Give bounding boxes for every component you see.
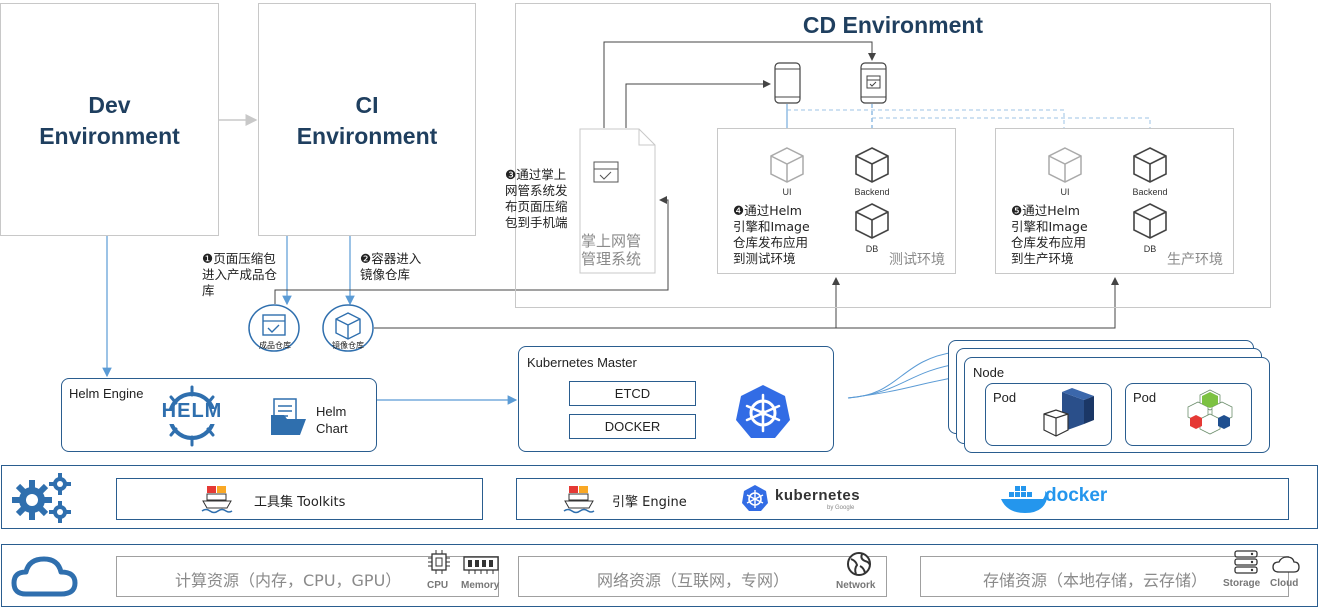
test-backend-label: Backend xyxy=(854,187,890,197)
pod2-label: Pod xyxy=(1133,390,1157,405)
docker-whale-icon xyxy=(1001,486,1048,513)
kubernetes-byline: by Google xyxy=(827,505,855,511)
storage-resource-label: 存储资源（本地存储，云存储） xyxy=(983,571,1208,590)
pod1-cubes-icon xyxy=(1043,388,1094,437)
toolkits-box: 工具集 Toolkits xyxy=(116,478,483,520)
artifact-to-mgmt-arrow xyxy=(274,196,669,304)
cpu-icon xyxy=(428,550,450,574)
prod-ui-label: UI xyxy=(1060,187,1070,197)
kubernetes-wordmark: kubernetes xyxy=(775,487,861,504)
ship-icon-engine xyxy=(563,486,595,514)
k8s-master-box: Kubernetes Master ETCD DOCKER xyxy=(518,346,834,452)
ci-title-line2: Environment xyxy=(296,123,438,149)
node-title: Node xyxy=(973,365,1005,380)
pod2-box: Pod xyxy=(1125,383,1252,446)
toolkits-label: 工具集 Toolkits xyxy=(254,495,346,510)
cpu-label: CPU xyxy=(427,580,449,591)
kubernetes-small-icon xyxy=(742,485,768,511)
step3-text: ❸通过掌上网管系统发布页面压缩包到手机端 xyxy=(505,167,568,230)
network-resource-label: 网络资源（互联网，专网） xyxy=(597,571,790,590)
pod1-label: Pod xyxy=(993,390,1017,405)
ci-title-line1: CI xyxy=(355,92,379,118)
test-backend-icon xyxy=(855,147,889,183)
phone-icon xyxy=(774,62,801,104)
test-ui-label: UI xyxy=(782,187,792,197)
prod-backend-icon xyxy=(1133,147,1167,183)
memory-label: Memory xyxy=(461,580,500,591)
k8s-master-title: Kubernetes Master xyxy=(527,355,637,370)
image-repo-icon xyxy=(322,304,374,352)
docker-wordmark: docker xyxy=(1045,485,1108,506)
cd-title: CD Environment xyxy=(802,12,984,38)
mgmt-system-doc: 掌上网管 管理系统 xyxy=(579,128,656,274)
mgmt-line2: 管理系统 xyxy=(581,250,642,268)
test-db-label: DB xyxy=(865,244,879,254)
network-resource-box: 网络资源（互联网，专网） xyxy=(518,556,887,597)
gears-icon xyxy=(12,473,71,523)
compute-resource-label: 计算资源（内存，CPU，GPU） xyxy=(175,571,402,590)
artifact-repo-icon xyxy=(248,304,300,352)
storage-resource-box: 存储资源（本地存储，云存储） xyxy=(920,556,1289,597)
pod1-box: Pod xyxy=(985,383,1112,446)
prod-backend-label: Backend xyxy=(1132,187,1168,197)
test-env-label: 测试环境 xyxy=(889,252,945,268)
test-db-icon xyxy=(855,203,889,239)
step2-text: ❷容器进入镜像仓库 xyxy=(360,251,422,282)
image-repo-label: 镜像仓库 xyxy=(332,341,364,350)
docker-box: DOCKER xyxy=(569,414,696,439)
step1-text: ❶页面压缩包进入产成品仓库 xyxy=(202,251,278,298)
dev-environment-box: Dev Environment xyxy=(0,3,219,236)
memory-icon xyxy=(463,556,499,574)
prod-env-label: 生产环境 xyxy=(1167,252,1223,268)
mgmt-to-phone2-arrow xyxy=(625,80,771,128)
helm-engine-title: Helm Engine xyxy=(69,386,144,401)
ci-environment-box: CI Environment xyxy=(258,3,476,236)
test-ui-icon xyxy=(770,147,804,183)
dev-title-line2: Environment xyxy=(39,123,180,149)
mgmt-to-phone1-arrow xyxy=(603,41,876,128)
prod-db-icon xyxy=(1133,203,1167,239)
cd-environment-box: CD Environment xyxy=(515,3,1271,308)
engine-label: 引擎 Engine xyxy=(612,495,687,510)
compute-resource-box: 计算资源（内存，CPU，GPU） xyxy=(116,556,499,597)
phone-with-package-icon xyxy=(860,62,887,104)
kubernetes-icon xyxy=(736,385,790,438)
etcd-box: ETCD xyxy=(569,381,696,406)
storage-icon xyxy=(1234,550,1258,574)
helm-chart-icon xyxy=(271,398,306,435)
helm-wheel-icon xyxy=(162,385,222,447)
image-to-prod-arrow xyxy=(836,277,1119,329)
node-box: Node Pod Pod xyxy=(964,357,1270,453)
dev-title-line1: Dev xyxy=(88,92,131,118)
network-globe-icon xyxy=(847,552,871,576)
cloud-icon-label: Cloud xyxy=(1270,578,1299,589)
pod2-cubes-icon xyxy=(1187,389,1233,435)
mgmt-line1: 掌上网管 xyxy=(581,232,642,250)
prod-ui-icon xyxy=(1048,147,1082,183)
prod-db-label: DB xyxy=(1143,244,1157,254)
storage-icon-label: Storage xyxy=(1223,578,1261,589)
network-icon-label: Network xyxy=(836,580,876,591)
engine-box: 引擎 Engine kubernetes by Google docker xyxy=(516,478,1289,520)
helm-logo-text: HELM xyxy=(161,400,223,422)
artifact-repo-label: 成品仓库 xyxy=(259,341,291,350)
cloud-icon xyxy=(11,556,78,597)
small-cloud-icon xyxy=(1272,556,1300,573)
ship-icon xyxy=(201,486,233,514)
